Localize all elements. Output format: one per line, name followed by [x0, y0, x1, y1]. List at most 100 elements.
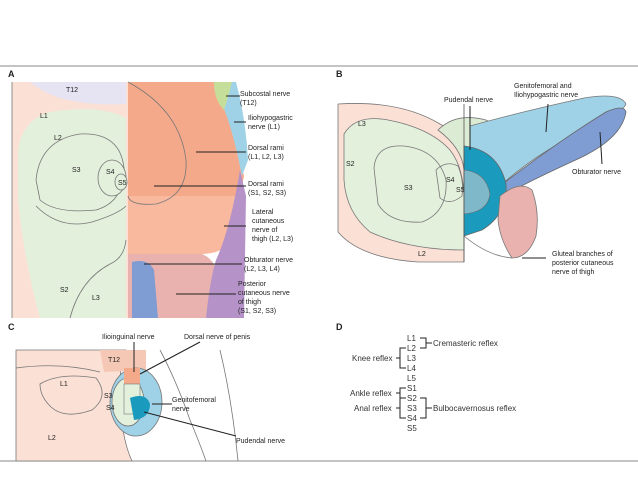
panel-b-nerve-label-gluteal: Gluteal branches of posterior cutaneous … — [552, 251, 615, 276]
panel-b-label-l3: L3 — [358, 121, 366, 128]
panel-b-nerve-label-genitofemoral-line-2: Iliohypogastric nerve — [514, 92, 578, 99]
panel-b-s-region — [343, 118, 465, 251]
panel-a-label-l3: L3 — [92, 295, 100, 302]
reflex-ankle: Ankle reflex — [350, 389, 392, 398]
panel-b-gluteal-branches — [497, 185, 538, 259]
panel-a-s-region — [18, 109, 126, 318]
panel-c-label-s4: S4 — [106, 405, 115, 412]
panel-b-label-l2: L2 — [418, 251, 426, 258]
panel-b-obturator — [499, 107, 627, 195]
panel-c-pudendal — [130, 396, 150, 420]
panel-a-nerve-label-obturator: Obturator nerve (L2, L3, L4) — [244, 257, 295, 273]
reflex-cremasteric: Cremasteric reflex — [433, 339, 498, 348]
panel-c-leader-dorsal-penis — [139, 341, 201, 375]
panel-b-label-s5: S5 — [456, 187, 465, 194]
panel-a-right-outline — [127, 81, 187, 205]
panel-b-nerve-label-gluteal-line-1: Gluteal branches of — [552, 251, 613, 258]
panel-b-genitofemoral — [469, 95, 627, 197]
bracket-cremasteric — [420, 337, 432, 349]
panel-a-nerve-label-iliohypogastric-line-1: Iliohypogastric — [248, 115, 293, 122]
panel-b-nerve-label-pudendal: Pudendal nerve — [444, 97, 493, 104]
panel-a-dorsal-rami-l — [128, 82, 244, 196]
bracket-ankle — [396, 387, 406, 399]
panel-a-nerve-label-dorsal-s: Dorsal rami (S1, S2, S3) — [248, 181, 286, 197]
panel-c-penis-dorsal — [124, 368, 140, 384]
panel-a-label-s5: S5 — [118, 180, 127, 187]
panel-b-nerve-label-genitofemoral: Genitofemoral and Iliohypogastric nerve — [514, 83, 578, 99]
panel-a-label-t12: T12 — [66, 87, 78, 94]
panel-a-label-s4: S4 — [106, 169, 115, 176]
panel-a-label-l1: L1 — [40, 113, 48, 120]
panel-b-s4-zone — [435, 163, 463, 202]
segment-s1: S1 — [407, 384, 417, 393]
segment-s2: S2 — [407, 394, 417, 403]
reflex-bulbocavernosus: Bulbocavernosus reflex — [433, 404, 516, 413]
panel-b-label-s2: S2 — [346, 161, 355, 168]
segment-l5: L5 — [407, 374, 416, 383]
panel-b-label-s3: S3 — [404, 185, 413, 192]
bracket-anal — [396, 397, 406, 419]
panel-c-label-l1: L1 — [60, 381, 68, 388]
panel-a-nerve-label-subcostal-line-1: Subcostal nerve — [240, 91, 290, 98]
panel-a-nerve-label-posterior-line-2: cutaneous nerve — [238, 290, 290, 297]
panel-c-nerve-label-ilioinguinal: Ilioinguinal nerve — [102, 334, 155, 341]
panel-a-nerve-label-lateral-line-3: nerve of — [252, 227, 277, 234]
panel-b-label-s4: S4 — [446, 177, 455, 184]
panel-c-label-l2: L2 — [48, 435, 56, 442]
panel-a-nerve-label-dorsal-s-line-1: Dorsal rami — [248, 181, 284, 188]
panel-a-nerve-label-subcostal: Subcostal nerve (T12) — [240, 91, 292, 107]
panel-a-nerve-label-iliohypogastric-line-2: nerve (L1) — [248, 124, 280, 131]
reflex-anal: Anal reflex — [354, 404, 392, 413]
panel-c-nerve-label-genitofemoral: Genitofemoral nerve — [172, 397, 218, 413]
panel-a-nerve-label-obturator-line-1: Obturator nerve — [244, 257, 293, 264]
panel-a-mid-curve — [35, 205, 127, 225]
panel-a-nerve-label-dorsal-l-line-2: (L1, L2, L3) — [248, 154, 284, 161]
segment-s3: S3 — [407, 404, 417, 413]
panel-a-nerve-label-posterior-line-3: of thigh — [238, 299, 261, 306]
panel-a-lateral-cutaneous — [206, 170, 246, 318]
panel-a-letter: A — [8, 69, 15, 79]
panel-b-letter: B — [336, 69, 343, 79]
panel-a-nerve-label-iliohypogastric: Iliohypogastric nerve (L1) — [248, 115, 295, 131]
panel-b-nerve-label-gluteal-line-2: posterior cutaneous — [552, 260, 614, 267]
panel-a-nerve-label-lateral-line-1: Lateral — [252, 209, 274, 216]
panel-a-nerve-label-obturator-line-2: (L2, L3, L4) — [244, 266, 280, 273]
panel-a-obturator — [132, 261, 158, 318]
panel-a-label-s2: S2 — [60, 287, 69, 294]
panel-c-label-t12: T12 — [108, 357, 120, 364]
panel-b: B L3 S2 S3 S4 S5 L2 Pudendal nerve Genit… — [336, 69, 627, 276]
panel-a-nerve-label-dorsal-l-line-1: Dorsal rami — [248, 145, 284, 152]
segment-l4: L4 — [407, 364, 416, 373]
panel-a-nerve-label-lateral-line-4: thigh (L2, L3) — [252, 236, 293, 243]
panel-a-nerve-label-posterior-line-1: Posterior — [238, 281, 267, 288]
panel-c-right-edge — [159, 349, 207, 462]
panel-a-nerve-label-lateral-line-2: cutaneous — [252, 218, 285, 225]
segment-s4: S4 — [407, 414, 417, 423]
panel-a: A T12 L1 L2 S3 S4 S5 S2 L3 — [8, 69, 295, 319]
panel-b-leader-genitofemoral — [545, 103, 549, 133]
segment-s5: S5 — [407, 424, 417, 433]
panel-c-leader-pudendal — [143, 411, 237, 437]
segment-l1: L1 — [407, 334, 416, 343]
panel-c-nerve-label-dorsal-penis: Dorsal nerve of penis — [184, 334, 251, 341]
panel-c-label-s3: S3 — [104, 393, 113, 400]
panel-d-letter: D — [336, 322, 343, 332]
panel-b-lower-outline — [463, 235, 513, 259]
panel-c-letter: C — [8, 322, 15, 332]
panel-a-label-s3: S3 — [72, 167, 81, 174]
panel-c-l1-curve — [39, 375, 103, 415]
panel-a-subcostal — [214, 82, 232, 110]
panel-b-nerve-label-obturator: Obturator nerve — [572, 169, 621, 176]
panel-a-nerve-label-subcostal-line-2: (T12) — [240, 100, 257, 107]
panel-b-pudendal-center — [463, 169, 491, 215]
panel-a-nerve-label-dorsal-l: Dorsal rami (L1, L2, L3) — [248, 145, 286, 161]
panel-c-nerve-label-pudendal: Pudendal nerve — [236, 438, 285, 445]
panel-c-inner-outline — [15, 365, 101, 373]
panel-b-s3-zone — [373, 145, 447, 223]
segment-l3: L3 — [407, 354, 416, 363]
panel-c: C T12 L1 L2 S3 S4 Ilioinguinal nerve Dor… — [8, 322, 285, 462]
panel-a-label-l2: L2 — [54, 135, 62, 142]
panel-c-nerve-label-genitofemoral-line-2: nerve — [172, 406, 190, 413]
panel-a-nerve-label-lateral: Lateral cutaneous nerve of thigh (L2, L3… — [252, 209, 293, 243]
